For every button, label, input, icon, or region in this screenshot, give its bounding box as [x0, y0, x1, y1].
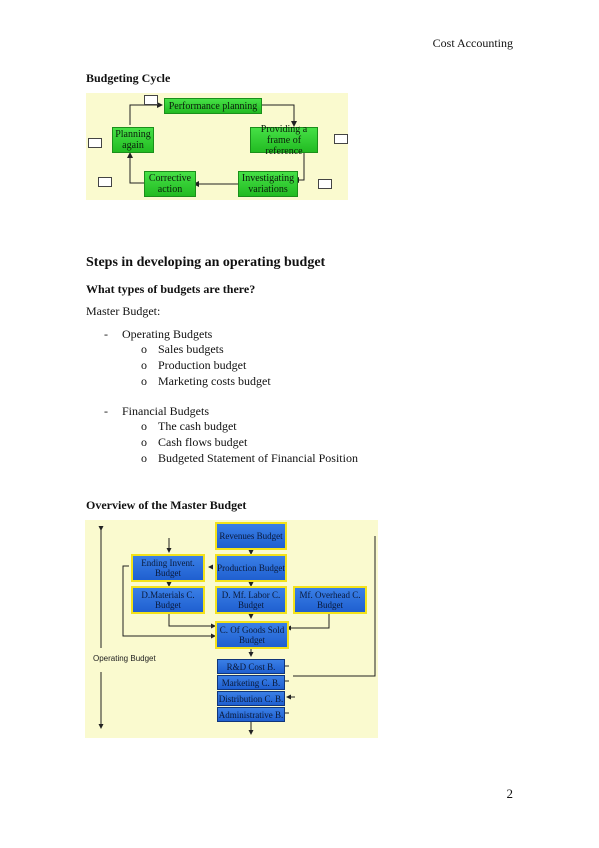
steps-heading: Steps in developing an operating budget	[86, 255, 326, 270]
list-item: Production budget	[158, 358, 247, 372]
direct-materials-budget-box: D.Materials C. Budget	[131, 586, 205, 614]
rd-cost-budget-box: R&D Cost B.	[217, 659, 285, 674]
bullet: o	[141, 342, 147, 356]
running-header: Cost Accounting	[432, 36, 513, 50]
page-number: 2	[506, 786, 514, 801]
group-title-financial: Financial Budgets	[122, 404, 209, 418]
ending-inventory-budget-box: Ending Invent. Budget	[131, 554, 205, 582]
group-dash: -	[104, 404, 108, 418]
master-connectors	[98, 526, 376, 735]
list-item: Marketing costs budget	[158, 374, 271, 388]
list-item: Sales budgets	[158, 342, 224, 356]
cycle-tag	[318, 179, 332, 189]
cycle-tag	[144, 95, 158, 105]
types-question: What types of budgets are there?	[86, 282, 256, 296]
revenues-budget-box: Revenues Budget	[215, 522, 287, 550]
bullet: o	[141, 374, 147, 388]
list-item: Budgeted Statement of Financial Position	[158, 451, 358, 465]
cycle-tag	[98, 177, 112, 187]
bullet: o	[141, 419, 147, 433]
investigating-variations-box: Investigating variations	[238, 171, 298, 197]
production-budget-box: Production Budget	[215, 554, 287, 582]
mf-overhead-budget-box: Mf. Overhead C. Budget	[293, 586, 367, 614]
bullet: o	[141, 435, 147, 449]
direct-labor-budget-box: D. Mf. Labor C. Budget	[215, 586, 287, 614]
distribution-cost-budget-box: Distribution C. B.	[217, 691, 285, 706]
group-title-operating: Operating Budgets	[122, 327, 213, 341]
budgeting-cycle-diagram: Performance planning Providing a frame o…	[86, 93, 348, 200]
performance-planning-box: Performance planning	[164, 98, 262, 114]
administrative-budget-box: Administrative B.	[217, 707, 285, 722]
group-dash: -	[104, 327, 108, 341]
operating-budget-label: Operating Budget	[93, 654, 156, 663]
list-item: Cash flows budget	[158, 435, 248, 449]
cogs-budget-box: C. Of Goods Sold Budget	[215, 621, 289, 649]
corrective-action-box: Corrective action	[144, 171, 196, 197]
bullet: o	[141, 358, 147, 372]
list-item: The cash budget	[158, 419, 237, 433]
cycle-tag	[334, 134, 348, 144]
cycle-tag	[88, 138, 102, 148]
cycle-connectors	[127, 102, 305, 187]
providing-frame-box: Providing a frame of reference	[250, 124, 318, 157]
master-budget-diagram: Operating Budget Revenues Budget Product…	[85, 520, 378, 738]
master-budget-label: Master Budget:	[86, 304, 161, 318]
marketing-cost-budget-box: Marketing C. B.	[217, 675, 285, 690]
overview-heading: Overview of the Master Budget	[86, 498, 247, 512]
budgeting-cycle-heading: Budgeting Cycle	[86, 71, 171, 85]
bullet: o	[141, 451, 147, 465]
planning-again-box: Planning again	[112, 127, 154, 153]
